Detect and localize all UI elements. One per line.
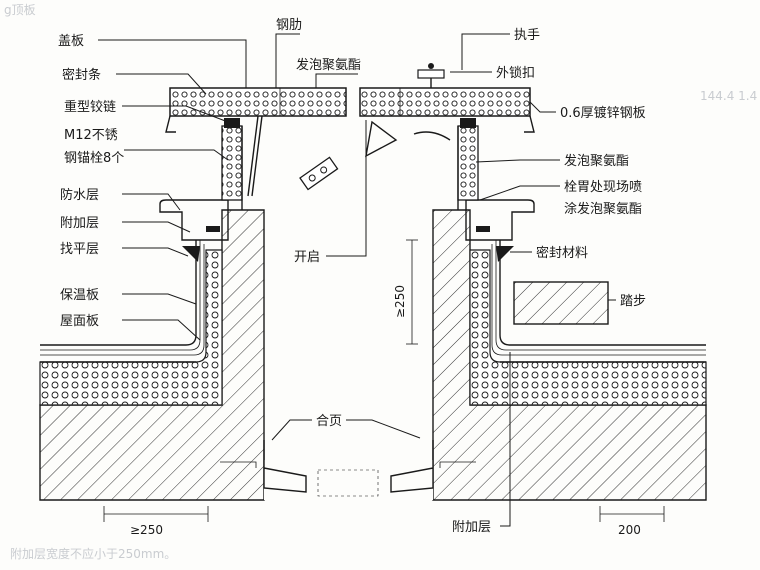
label-leveling: 找平层 [60,242,99,257]
label-anchor-line2: 钢锚栓8个 [64,151,124,166]
label-sealing-material: 密封材料 [536,245,588,261]
frame-upstands [221,125,479,210]
label-opening: 开启 [294,250,320,265]
label-spray-line2: 涂发泡聚氨酯 [564,201,642,217]
label-step: 踏步 [620,294,646,309]
bottom-hinge-leaves [220,440,476,497]
label-insulation: 保温板 [60,288,99,303]
ghost-text-bottom: 附加层宽度不应小于250mm。 [10,546,176,561]
label-steel-rib: 钢肋 [276,18,302,33]
label-outer-lock: 外锁扣 [496,65,535,81]
label-hinge-leaf: 合页 [316,414,342,429]
dim-right-width: 200 [618,523,641,537]
ghost-text-top-left: g顶板 [4,3,36,17]
label-seal-strip: 密封条 [62,67,101,83]
sealant-wedges [182,246,514,262]
label-waterproof: 防水层 [60,187,99,203]
curb-caps [159,199,535,241]
label-anchor-line1: M12不锈 [64,128,118,143]
label-galv-sheet: 0.6厚镀锌钢板 [560,105,646,121]
step-block [513,281,609,325]
label-roof-slab: 屋面板 [60,314,99,329]
label-additional-bottom: 附加层 [452,520,491,535]
label-additional-left: 附加层 [60,216,99,231]
membrane-layers [40,240,706,363]
dimension-lines [103,239,665,522]
leader-lines [98,33,616,527]
cover-plate [165,87,535,133]
ghost-text-top-right: 144.4 1.4 [700,89,757,103]
hinge-brackets [224,115,476,197]
label-handle: 执手 [514,28,540,43]
label-spray-line1: 栓胃处现场喷 [564,180,642,195]
dim-height-min: ≥250 [393,285,407,318]
label-heavy-hinge: 重型铰链 [64,99,116,115]
handle [417,63,445,88]
label-foam-pu-top: 发泡聚氨酯 [296,57,361,73]
label-foam-pu-right: 发泡聚氨酯 [564,153,629,169]
opening-detail [299,156,339,191]
dim-left-width: ≥250 [130,523,163,537]
label-cover-plate: 盖板 [58,34,84,49]
insulation-board [39,249,707,406]
